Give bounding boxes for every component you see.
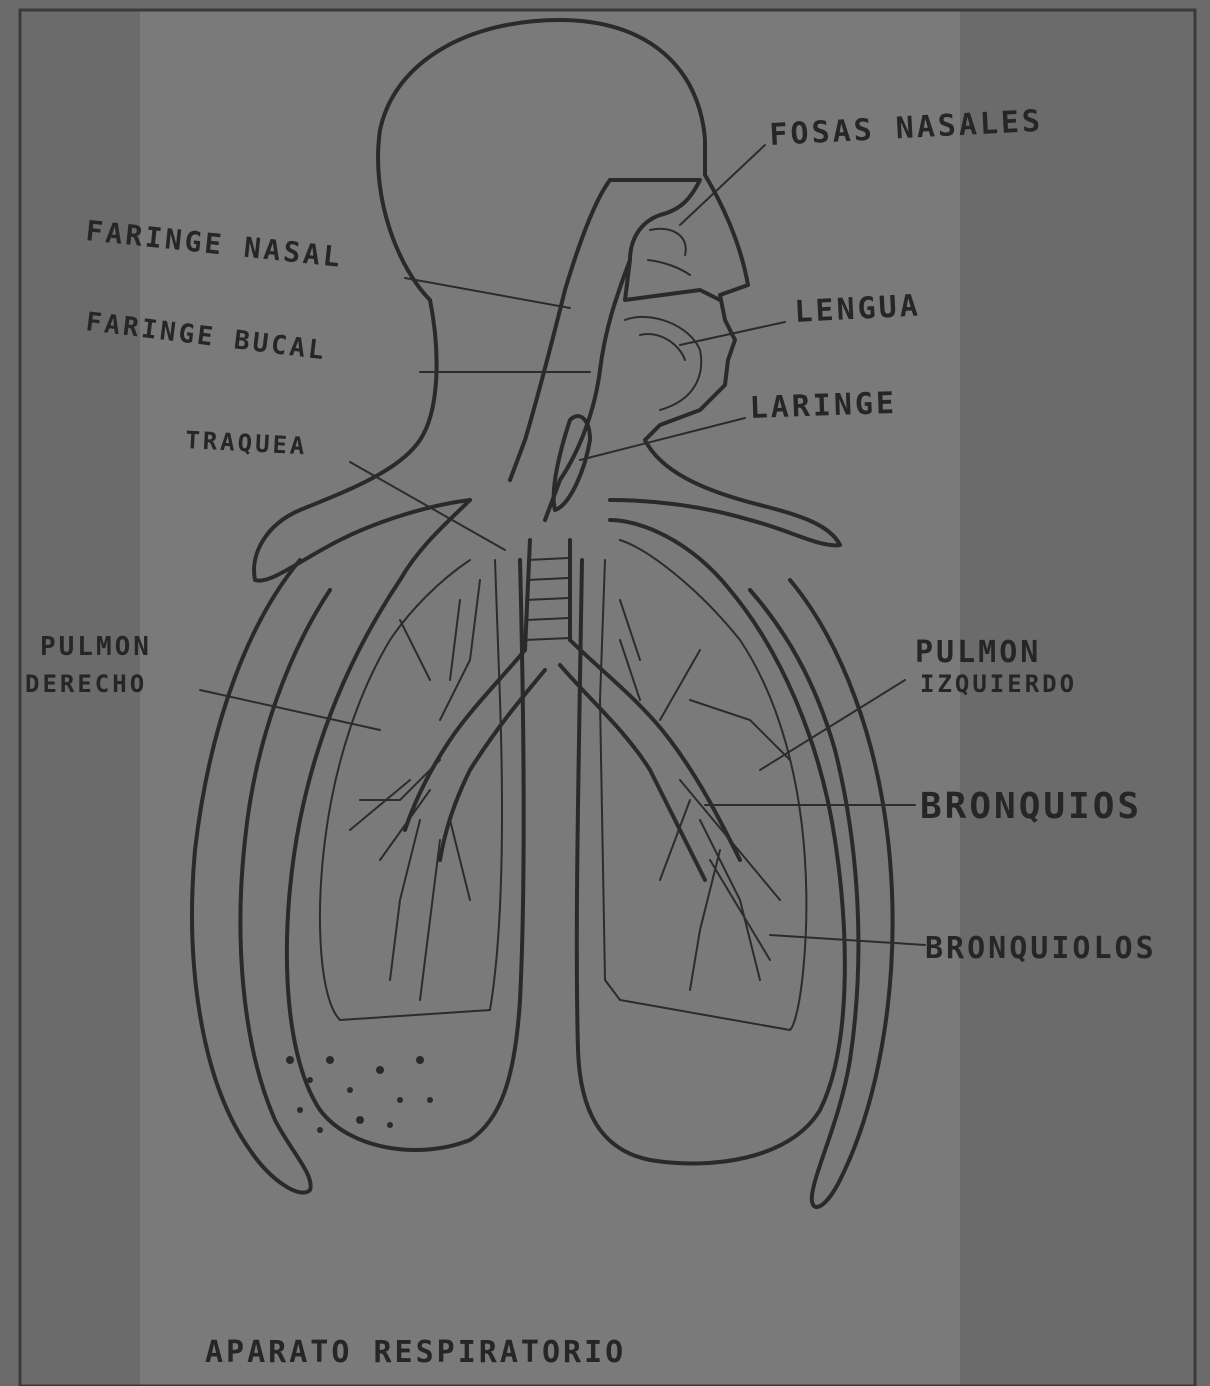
label-pulmon-derecho-1: PULMON	[40, 632, 152, 662]
label-bronquiolos: BRONQUIOLOS	[925, 931, 1157, 966]
label-pulmon-derecho-2: DERECHO	[25, 670, 147, 698]
label-pulmon-izquierdo-2: IZQUIERDO	[920, 670, 1077, 698]
label-laringe: LARINGE	[749, 386, 898, 426]
caption: APARATO RESPIRATORIO	[205, 1335, 626, 1370]
label-lengua: LENGUA	[794, 288, 922, 330]
label-pulmon-izquierdo-1: PULMON	[915, 635, 1041, 670]
paper-panel	[140, 10, 960, 1386]
label-bronquios: BRONQUIOS	[920, 786, 1142, 827]
